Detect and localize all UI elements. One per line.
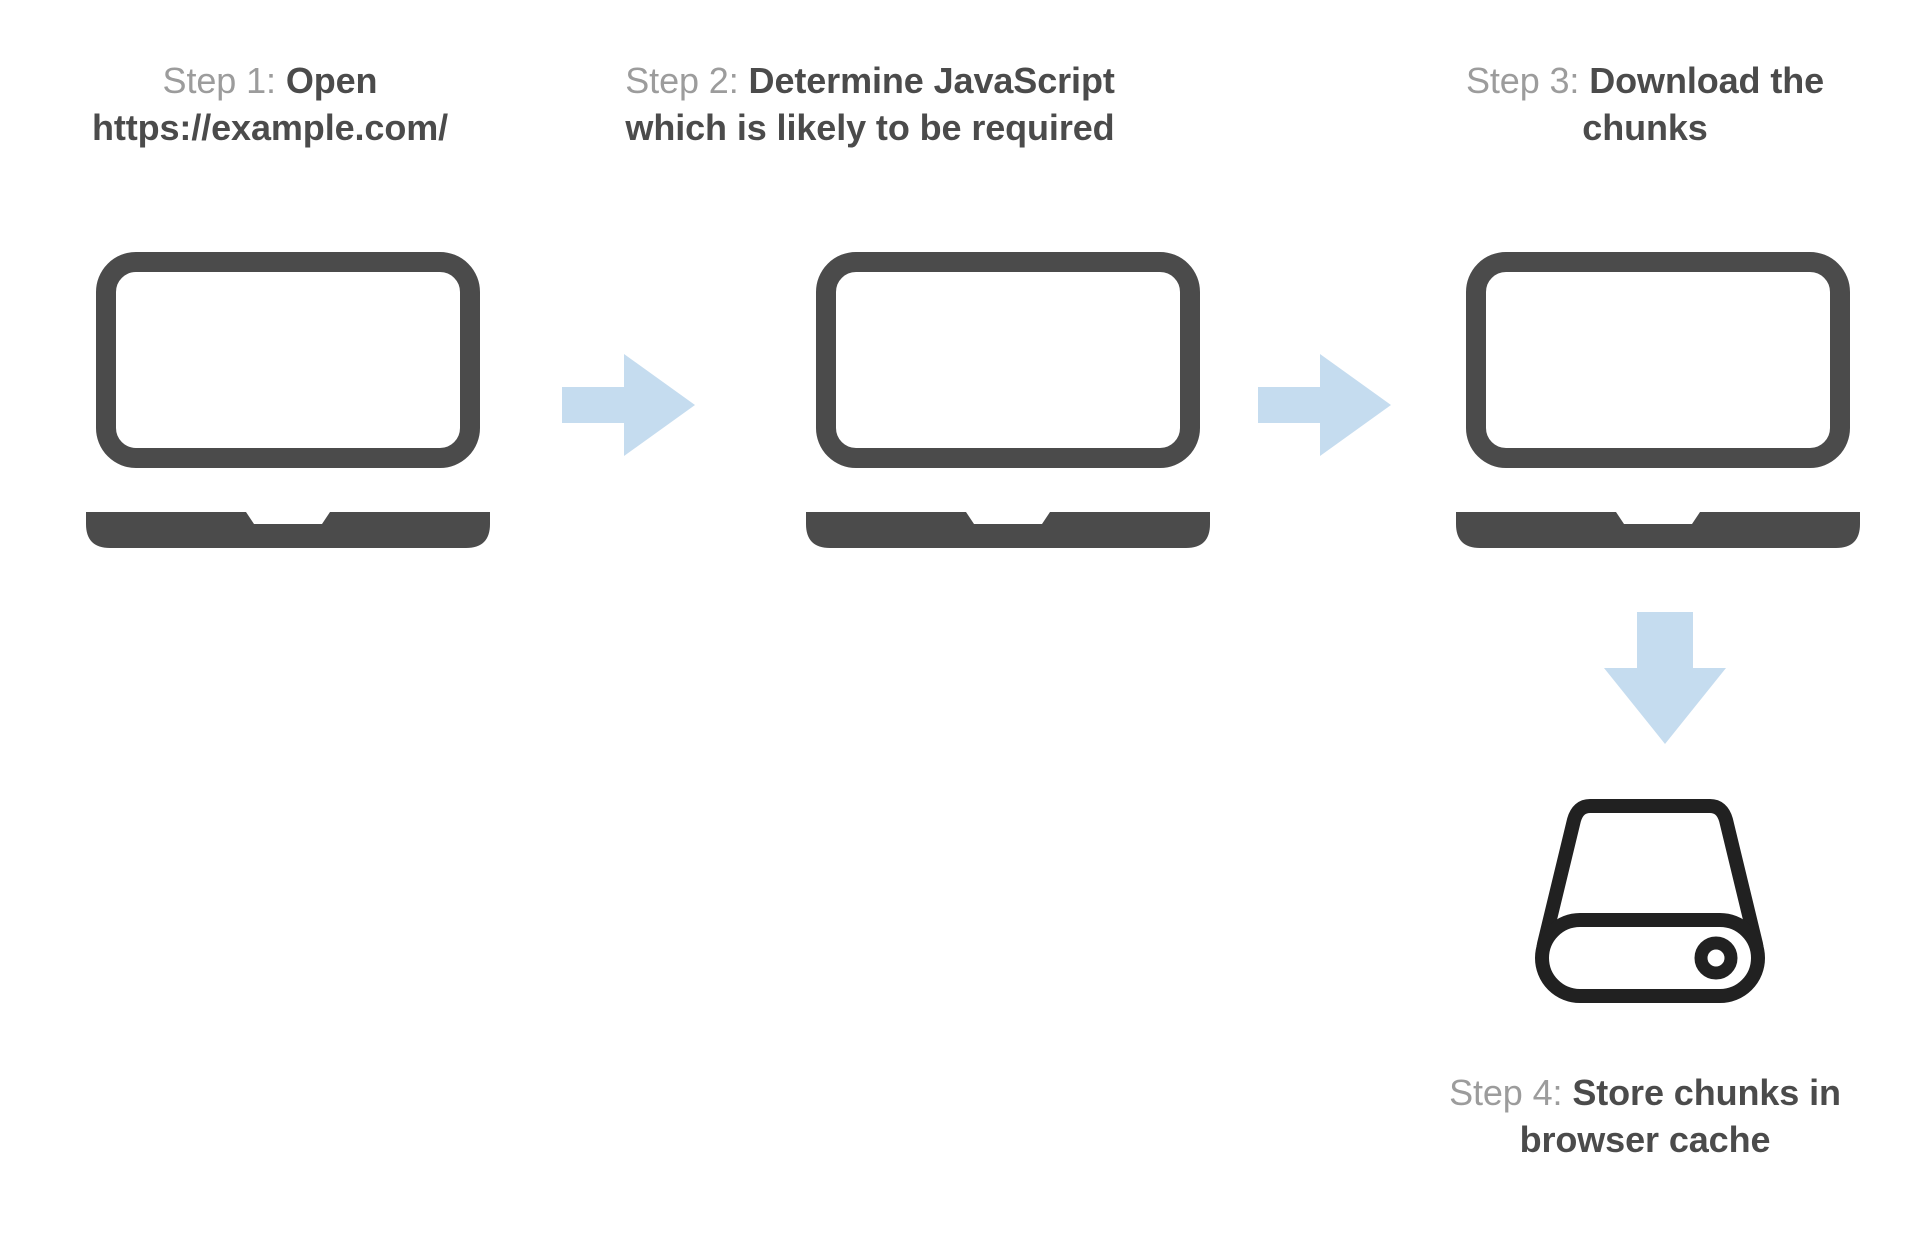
- step-4-caption: Step 4: Store chunks in browser cache: [1430, 1070, 1860, 1164]
- step-2-title: Determine JavaScript which is likely to …: [625, 60, 1115, 148]
- step-3-title: Download the chunks: [1582, 60, 1825, 148]
- step-2-caption: Step 2: Determine JavaScript which is li…: [620, 58, 1120, 152]
- step-1-title: Open https://example.com/: [91, 60, 449, 148]
- step-3-label: Step 3:: [1465, 60, 1590, 101]
- arrow-right-icon: [1258, 350, 1398, 460]
- storage-drive-icon: [1520, 780, 1780, 1010]
- laptop-icon: [78, 248, 498, 568]
- step-2-label: Step 2:: [625, 60, 749, 101]
- arrow-down-icon: [1600, 612, 1730, 752]
- step-3-caption: Step 3: Download the chunks: [1430, 58, 1860, 152]
- step-1-label: Step 1:: [162, 60, 286, 101]
- step-4-title: Store chunks in browser cache: [1519, 1072, 1841, 1160]
- laptop-icon: [798, 248, 1218, 568]
- step-1-caption: Step 1: Open https://example.com/: [30, 58, 510, 152]
- laptop-icon: [1448, 248, 1868, 568]
- step-4-label: Step 4:: [1449, 1072, 1573, 1113]
- arrow-right-icon: [562, 350, 702, 460]
